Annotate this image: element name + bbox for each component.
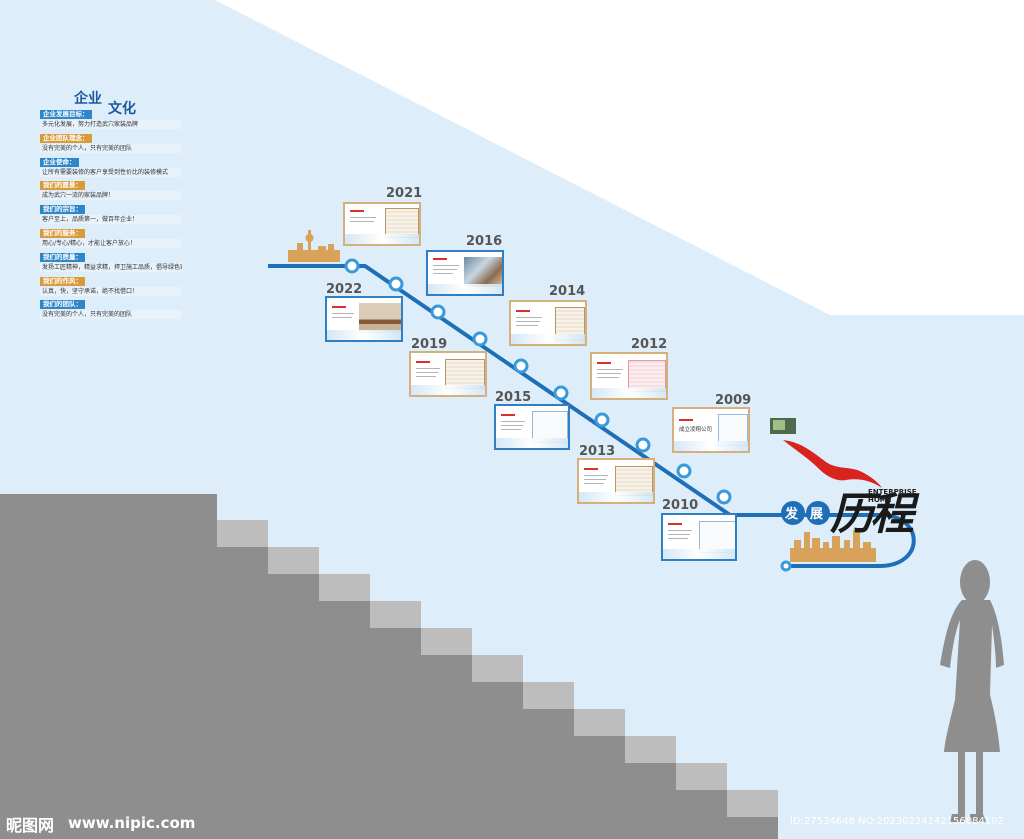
watermark-id: ID:27534648 NO:20230224142156084102 xyxy=(790,816,1004,827)
year-label: 2010 xyxy=(662,498,699,513)
culture-item-tag: 我们的质量： xyxy=(40,252,85,262)
woman-silhouette xyxy=(940,560,1004,822)
culture-item-text: 发扬工匠精神，精益求精，捍卫施工品质，倡导绿色家装！ xyxy=(40,262,182,272)
culture-item-tag: 我们的团队： xyxy=(40,300,85,310)
culture-item: 我们的作风：认真，快，坚守承诺，绝不找借口！ xyxy=(40,276,182,299)
culture-item-text: 认真，快，坚守承诺，绝不找借口！ xyxy=(40,286,182,296)
timeline-nodes xyxy=(344,258,792,572)
timeline-line xyxy=(268,264,786,517)
logo-circle-2 xyxy=(806,501,830,525)
culture-item-text: 让所有需要装修的客户享受到性价比的装修模式 xyxy=(40,167,182,177)
year-label: 2022 xyxy=(326,282,363,297)
year-label: 2021 xyxy=(386,186,423,201)
culture-title-part1: 企业 xyxy=(74,91,102,107)
year-label: 2019 xyxy=(411,337,448,352)
red-flag-icon xyxy=(783,440,882,488)
logo-circle-1 xyxy=(781,501,805,525)
culture-item-text: 多元化发展，努力打造武穴家装品牌 xyxy=(40,120,182,129)
culture-item-text: 没有完美的个人，只有完美的团队 xyxy=(40,310,182,320)
timeline-card-2009: 成立凌翔公司 xyxy=(672,407,750,453)
culture-item: 我们的宗旨：客户至上，品质第一，做百年企业！ xyxy=(40,205,182,227)
timeline-card-2016 xyxy=(426,250,504,296)
year-label: 2015 xyxy=(495,390,532,405)
culture-item-text: 没有完美的个人，只有完美的团队 xyxy=(40,143,182,153)
culture-item: 企业发展目标：多元化发展，努力打造武穴家装品牌 xyxy=(40,110,182,132)
year-label: 2013 xyxy=(579,444,616,459)
year-label: 2012 xyxy=(631,337,668,352)
culture-item-tag: 我们的宗旨： xyxy=(40,205,85,215)
logo-en-line1: ENTERPRISE xyxy=(868,488,917,496)
culture-item: 我们的团队：没有完美的个人，只有完美的团队 xyxy=(40,300,182,322)
culture-title-part2: 文化 xyxy=(108,101,136,117)
right-skyline-icon xyxy=(790,530,876,562)
year-label: 2009 xyxy=(715,393,752,408)
timeline-card-2013 xyxy=(577,458,655,504)
culture-item-text: 客户至上，品质第一，做百年企业！ xyxy=(40,215,182,225)
logo-en-line2: HOME xyxy=(868,496,892,504)
timeline-card-2010 xyxy=(661,513,737,561)
watermark-site-cn: 昵图网 xyxy=(6,816,55,835)
logo-char-1: 发 xyxy=(785,507,799,522)
left-skyline-icon xyxy=(288,230,340,262)
staircase xyxy=(0,494,778,839)
timeline-card-2014 xyxy=(509,300,587,346)
culture-item-tag: 我们的服务： xyxy=(40,229,85,238)
watermark-url: www.nipic.com xyxy=(68,814,196,832)
culture-item-text: 用心/专心/精心，才能让客户放心！ xyxy=(40,239,182,248)
culture-item-tag: 我们的愿景： xyxy=(40,181,85,191)
timeline-card-2021 xyxy=(343,202,421,246)
year-label: 2016 xyxy=(466,234,503,249)
culture-item-tag: 企业团队理念： xyxy=(40,133,92,143)
culture-item: 我们的服务：用心/专心/精心，才能让客户放心！ xyxy=(40,229,182,251)
year-label: 2014 xyxy=(549,284,586,299)
timeline-card-2012 xyxy=(590,352,668,400)
culture-item-text: 成为武穴一流的家装品牌！ xyxy=(40,191,182,201)
culture-item-tag: 企业发展目标： xyxy=(40,110,92,119)
timeline-card-2022 xyxy=(325,296,403,342)
culture-item-tag: 企业使命： xyxy=(40,157,79,167)
culture-item-tag: 我们的作风： xyxy=(40,276,85,286)
culture-item: 企业使命：让所有需要装修的客户享受到性价比的装修模式 xyxy=(40,157,182,180)
timeline-card-2019 xyxy=(409,351,487,397)
card-2009-text: 成立凌翔公司 xyxy=(679,427,713,433)
logo-calligraphy: 历程 xyxy=(830,489,914,540)
culture-item: 我们的质量：发扬工匠精神，精益求精，捍卫施工品质，倡导绿色家装！ xyxy=(40,252,182,275)
logo-char-2: 展 xyxy=(810,507,824,522)
timeline-card-2015 xyxy=(494,404,570,450)
culture-item: 我们的愿景：成为武穴一流的家装品牌！ xyxy=(40,181,182,203)
timeline-curl xyxy=(786,513,916,568)
culture-item: 企业团队理念：没有完美的个人，只有完美的团队 xyxy=(40,133,182,156)
